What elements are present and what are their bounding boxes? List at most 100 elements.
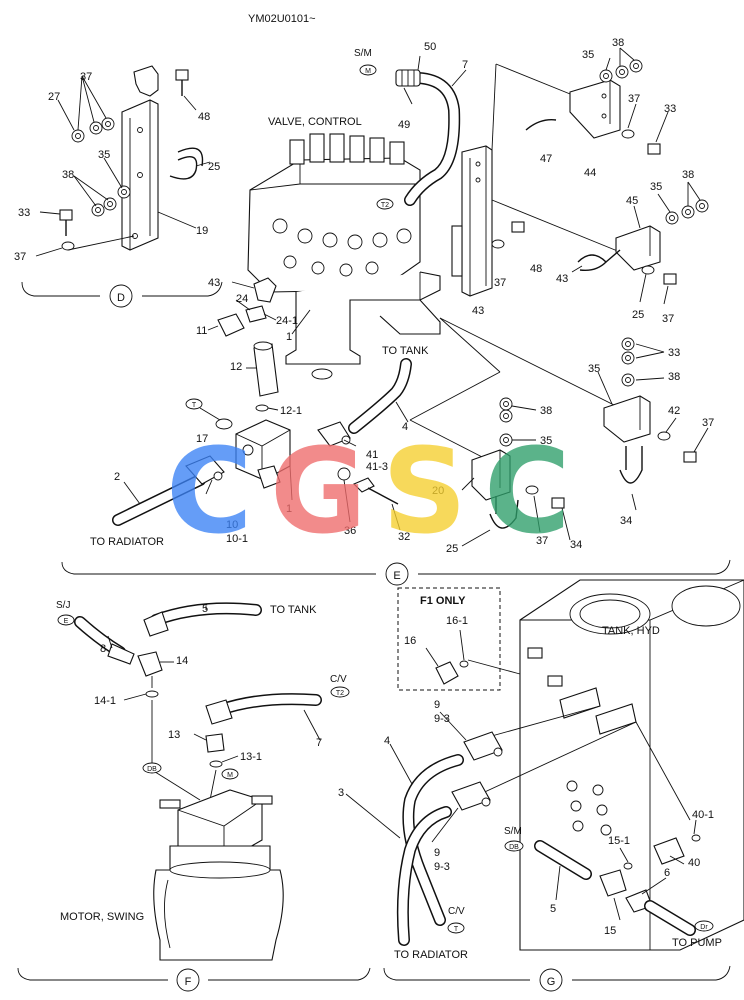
- callout-42: 35: [588, 363, 600, 375]
- callout-37c: 37: [494, 277, 506, 289]
- callout-20: 20: [432, 485, 444, 497]
- label-valve-control: VALVE, CONTROL: [268, 116, 362, 128]
- callout-44: 44: [584, 167, 596, 179]
- tag-t2-f-bubble: [330, 686, 350, 698]
- section-d-bracket: D: [21, 281, 223, 308]
- callout-d-25: 25: [208, 161, 220, 173]
- tag-t-e: T: [192, 402, 197, 409]
- fittings-left-drawing: [207, 277, 311, 412]
- callout-34a: 34: [570, 539, 582, 551]
- callout-9b: 9: [434, 847, 440, 859]
- callout-10-1: 10-1: [226, 533, 248, 545]
- callout-9-3a: 9-3: [434, 713, 450, 725]
- callout-32: 32: [398, 531, 410, 543]
- tag-dr: Dr: [700, 924, 708, 931]
- section-label-d: D: [117, 292, 125, 304]
- bracket-20-drawing: [461, 397, 571, 547]
- callout-14-1: 14-1: [94, 695, 116, 707]
- tag-t-e-bubble: [185, 398, 203, 410]
- code-sm-g: S/M: [504, 826, 522, 837]
- swing-motor-drawing: [74, 602, 322, 961]
- callout-47b: 34: [620, 515, 632, 527]
- callout-9-3b: 9-3: [434, 861, 450, 873]
- callout-10: 10: [226, 519, 238, 531]
- bracket-45-drawing: [571, 181, 709, 305]
- tag-m-top: M: [365, 68, 371, 75]
- callout-25b: 25: [446, 543, 458, 555]
- callout-37e: 37: [536, 535, 548, 547]
- callout-49: 49: [398, 119, 410, 131]
- bracket-43-drawing: [451, 63, 621, 297]
- callout-35a: 35: [582, 49, 594, 61]
- bracket-42-drawing: [597, 337, 709, 511]
- tag-t2-valve-bubble: [376, 198, 394, 210]
- callout-34b: 37: [702, 417, 714, 429]
- tag-m-f: M: [227, 772, 233, 779]
- f1-plug-drawing: [425, 629, 521, 685]
- section-g-bracket: G: [383, 965, 731, 992]
- callout-33a: 33: [664, 103, 676, 115]
- callout-d-37a: 37: [80, 71, 92, 83]
- callout-13: 13: [168, 729, 180, 741]
- watermark-letter-1: C: [166, 422, 253, 560]
- callout-36: 36: [344, 525, 356, 537]
- tag-db-g: DB: [509, 844, 519, 851]
- tag-t-g: T: [454, 926, 459, 933]
- f1-only-box: [397, 587, 501, 691]
- tag-m-top-bubble: [359, 64, 377, 76]
- callout-47a: 47: [540, 153, 552, 165]
- callout-37d: 25: [632, 309, 644, 321]
- callout-41: 41: [366, 449, 378, 461]
- callout-9a: 9: [434, 699, 440, 711]
- block-valve-1-drawing: [112, 419, 401, 531]
- detail-d-drawing: [35, 65, 211, 257]
- callout-d-27: 27: [48, 91, 60, 103]
- callout-12: 12: [230, 361, 242, 373]
- tag-db-g-bubble: [504, 840, 524, 852]
- callout-40: 40: [688, 857, 700, 869]
- code-cv-f: C/V: [330, 674, 347, 685]
- callout-33b: 37: [662, 313, 674, 325]
- callout-1a: 1: [286, 331, 292, 343]
- tag-db-f-bubble: [142, 762, 162, 774]
- drawing-code: YM02U0101~: [248, 13, 316, 25]
- control-valve-drawing: [247, 133, 441, 380]
- callout-50: 50: [424, 41, 436, 53]
- callout-38d: 33: [668, 347, 680, 359]
- section-e-bracket: E: [61, 559, 731, 586]
- callout-16: 16: [404, 635, 416, 647]
- callout-35b: 35: [650, 181, 662, 193]
- callout-4a: 4: [402, 421, 408, 433]
- callout-5g: 5: [550, 903, 556, 915]
- callout-25a: 43: [556, 273, 568, 285]
- callout-1b: 1: [286, 503, 292, 515]
- callout-13-1: 13-1: [240, 751, 262, 763]
- watermark-letter-4: C: [484, 422, 571, 560]
- tag-e-sj-bubble: [57, 614, 75, 626]
- callout-38b: 38: [682, 169, 694, 181]
- bolt-48: [511, 221, 525, 233]
- washer-37c: [491, 239, 505, 249]
- callout-17: 17: [196, 433, 208, 445]
- tank-hoses-drawing: [345, 711, 701, 946]
- label-motor-swing: MOTOR, SWING: [60, 911, 144, 923]
- tag-e-sj: E: [64, 618, 69, 625]
- callout-38c: 38: [540, 405, 552, 417]
- callout-14: 14: [176, 655, 188, 667]
- callout-48: 48: [530, 263, 542, 275]
- callout-2: 2: [114, 471, 120, 483]
- bracket-44-drawing: [525, 47, 669, 155]
- callout-5a: 5: [202, 603, 208, 615]
- code-cv-g: C/V: [448, 906, 465, 917]
- watermark-letter-2: G: [270, 422, 367, 560]
- callout-d-37b: 37: [14, 251, 26, 263]
- callout-7: 7: [462, 59, 468, 71]
- label-to-tank-e: TO TANK: [382, 345, 429, 357]
- callout-3g: 3: [338, 787, 344, 799]
- section-f-bracket: F: [17, 967, 371, 992]
- callout-40-1: 40-1: [692, 809, 714, 821]
- label-to-radiator-g: TO RADIATOR: [394, 949, 468, 961]
- callout-38a: 38: [612, 37, 624, 49]
- label-to-radiator-e: TO RADIATOR: [90, 536, 164, 548]
